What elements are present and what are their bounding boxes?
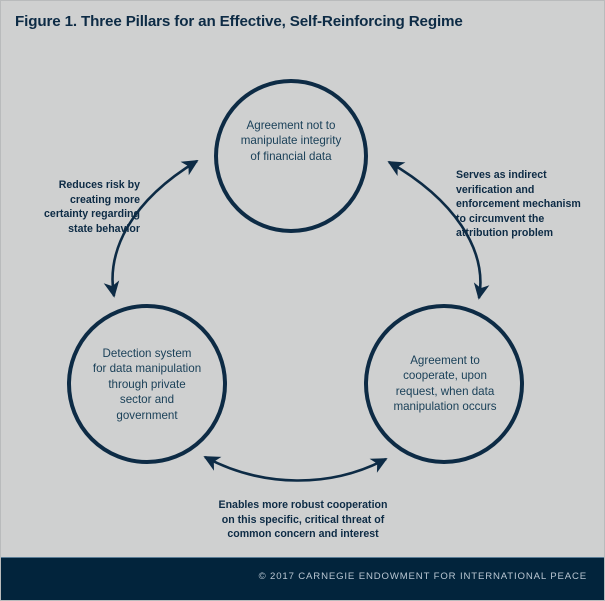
node-circle-detection-system bbox=[67, 304, 227, 464]
left-connector-arrow bbox=[103, 159, 199, 298]
caption-line: Reduces risk by bbox=[58, 179, 140, 191]
node-label-line: of financial data bbox=[250, 149, 332, 163]
bottom-connector-arrow bbox=[203, 455, 388, 482]
caption-line: verification and bbox=[456, 183, 535, 196]
caption-line: on this specific, critical threat of bbox=[221, 513, 385, 526]
node-circle-agreement-cooperate bbox=[364, 304, 524, 464]
node-label-line: manipulation occurs bbox=[393, 400, 497, 414]
node-label-line: sector and bbox=[119, 393, 175, 407]
node-label-line: manipulate integrity bbox=[240, 134, 342, 148]
right-connector-arrow bbox=[387, 160, 490, 300]
caption-line: state behavior bbox=[68, 222, 140, 235]
node-label-line: cooperate, upon bbox=[403, 369, 487, 383]
node-label-line: for data manipulation bbox=[92, 362, 202, 376]
node-label-detection-system: Detection system for data manipulation t… bbox=[71, 346, 223, 423]
node-label-line: through private bbox=[108, 377, 186, 391]
caption-line: common concern and interest bbox=[227, 528, 379, 541]
figure-title: Figure 1. Three Pillars for an Effective… bbox=[15, 13, 463, 30]
caption-line: attribution problem bbox=[456, 227, 554, 240]
footer-bar: © 2017 CARNEGIE ENDOWMENT FOR INTERNATIO… bbox=[1, 557, 604, 600]
caption-line: certainty regarding bbox=[44, 208, 140, 221]
connector-caption-left: Reduces risk by creating more certainty … bbox=[15, 178, 140, 236]
caption-line: to circumvent the bbox=[456, 212, 545, 225]
node-label-line: government bbox=[116, 408, 178, 422]
node-label-line: Agreement to bbox=[410, 354, 480, 367]
connector-caption-bottom: Enables more robust cooperation on this … bbox=[153, 498, 453, 542]
connector-caption-right: Serves as indirect verification and enfo… bbox=[456, 168, 596, 241]
node-label-agreement-cooperate: Agreement to cooperate, upon request, wh… bbox=[369, 353, 521, 415]
node-circle-agreement-integrity bbox=[214, 79, 368, 233]
node-label-line: Agreement not to bbox=[246, 119, 336, 132]
node-label-line: Detection system bbox=[102, 347, 192, 360]
caption-line: Enables more robust cooperation bbox=[218, 499, 388, 511]
caption-line: creating more bbox=[69, 193, 140, 206]
node-label-line: request, when data bbox=[395, 384, 495, 398]
caption-line: Serves as indirect bbox=[456, 169, 547, 181]
node-label-agreement-integrity: Agreement not to manipulate integrity of… bbox=[216, 118, 366, 164]
caption-line: enforcement mechanism bbox=[456, 198, 581, 211]
copyright-text: © 2017 CARNEGIE ENDOWMENT FOR INTERNATIO… bbox=[258, 571, 587, 582]
